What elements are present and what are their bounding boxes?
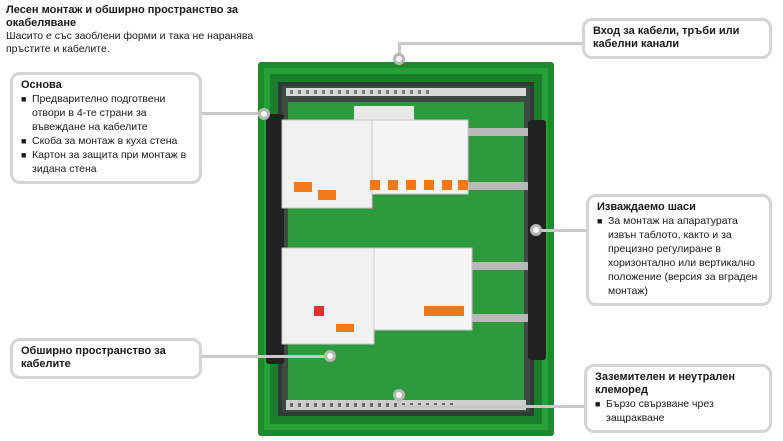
connector-base [200,112,262,115]
callout-chassis: Изваждаемо шаси За монтаж на апаратурата… [586,194,772,306]
intro-text: Лесен монтаж и обширно пространство за о… [6,4,276,56]
intro-title: Лесен монтаж и обширно пространство за о… [6,4,239,29]
marker-cable-entry [393,53,405,65]
callout-cable-entry-title: Вход за кабели, тръби или кабелни канали [593,25,740,50]
callout-terminal-title: Заземителен и неутрален клеморед [595,371,736,396]
marker-terminal [393,389,405,401]
connector-chassis [540,229,588,232]
marker-base [258,108,270,120]
marker-chassis [530,224,542,236]
callout-cable-space-title: Обширно пространство за кабелите [21,345,166,370]
connector-cable-entry-h [398,42,584,45]
callout-cable-space: Обширно пространство за кабелите [10,338,202,379]
callout-terminal-item: Бързо свързване чрез защракване [595,397,761,425]
callout-chassis-title: Изваждаемо шаси [597,201,696,213]
connector-cable-entry-v [398,42,401,58]
marker-cable-space [324,350,336,362]
callout-base-item: Предварително подготвени отвори в 4-те с… [21,92,191,134]
callout-base-item: Скоба за монтаж в куха стена [21,134,191,148]
callout-base-title: Основа [21,79,62,91]
callout-chassis-item: За монтаж на апаратурата извън таблото, … [597,214,761,298]
callout-cable-entry: Вход за кабели, тръби или кабелни канали [582,18,772,59]
connector-cable-space [200,355,330,358]
callout-terminal: Заземителен и неутрален клеморед Бързо с… [584,364,772,433]
distribution-board-illustration [258,62,554,436]
callout-base-item: Картон за защита при монтаж в зидана сте… [21,148,191,176]
connector-terminal-v [398,396,401,408]
intro-body: Шасито е със заоблени форми и така не на… [6,30,254,55]
connector-terminal-h [400,405,586,408]
callout-base: Основа Предварително подготвени отвори в… [10,72,202,184]
